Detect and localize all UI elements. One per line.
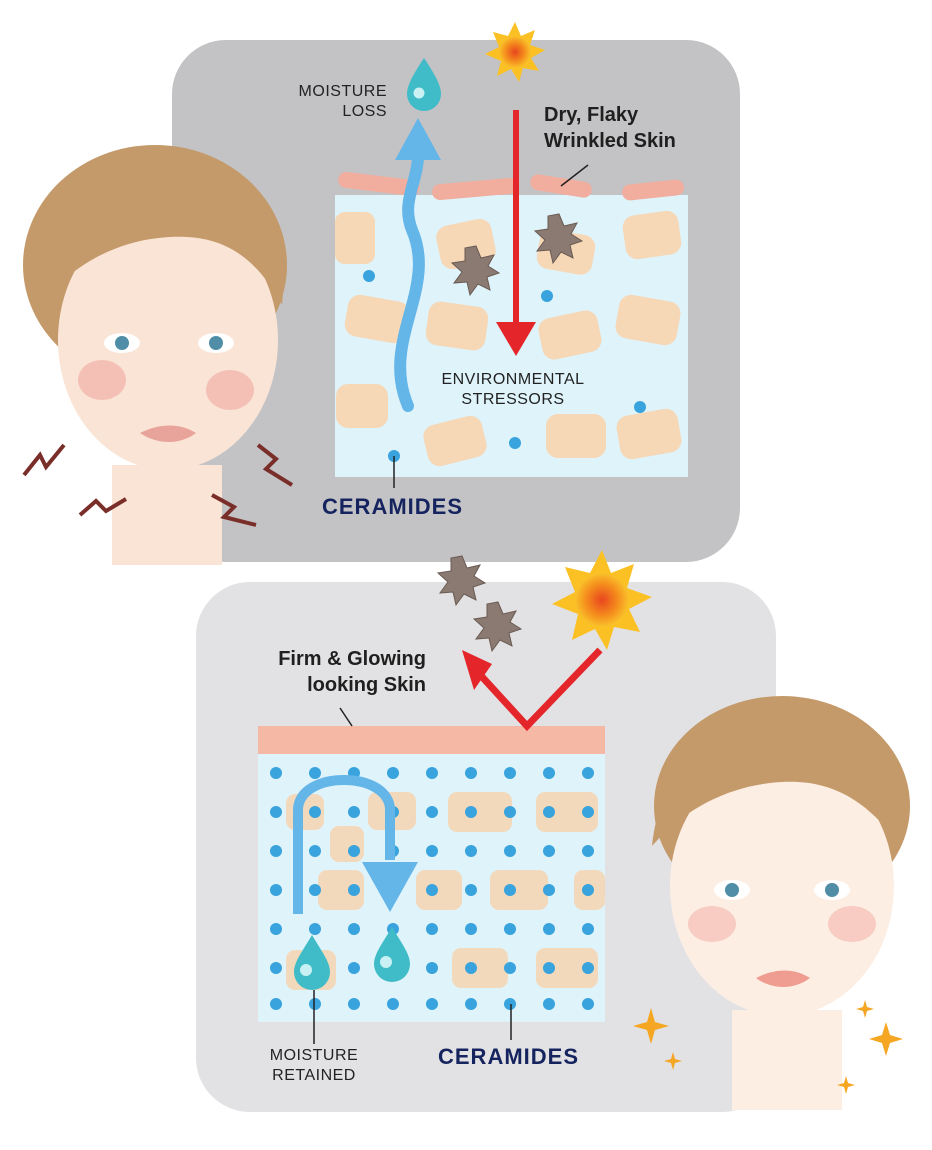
- ceramide-dot: [426, 962, 438, 974]
- ceramide-dot: [387, 998, 399, 1010]
- ceramide-dot: [465, 962, 477, 974]
- ceramide-dot: [270, 767, 282, 779]
- moisture-loss-label: MOISTURE LOSS: [291, 82, 387, 122]
- woman-face-glowing-skin: [652, 696, 910, 1110]
- ceramide-dot: [504, 998, 516, 1010]
- ceramide-dot: [348, 923, 360, 935]
- ceramide-dot: [504, 884, 516, 896]
- ceramide-dot: [543, 806, 555, 818]
- moisture-retained-label: MOISTURE RETAINED: [262, 1046, 366, 1086]
- ceramide-dot: [465, 998, 477, 1010]
- bottom-ceramide-dots: [270, 767, 594, 1010]
- ceramide-dot: [270, 923, 282, 935]
- stressor-burst-icon: [436, 555, 487, 607]
- ceramide-dot: [465, 767, 477, 779]
- ceramide-dot: [426, 884, 438, 896]
- ceramide-dot: [270, 884, 282, 896]
- dry-skin-line-1: Dry, Flaky: [544, 104, 639, 126]
- ceramide-dot: [504, 806, 516, 818]
- ceramide-dot: [543, 884, 555, 896]
- ceramide-dot: [309, 923, 321, 935]
- stressors-line-2: STRESSORS: [461, 391, 565, 408]
- stressor-burst-icon: [472, 601, 523, 653]
- ceramide-dot: [426, 998, 438, 1010]
- firm-skin-line-2: looking Skin: [307, 674, 426, 696]
- top-ceramides-label: CERAMIDES: [322, 494, 464, 519]
- ceramide-dot: [504, 767, 516, 779]
- ceramide-dot: [309, 767, 321, 779]
- ceramide-dot: [270, 998, 282, 1010]
- ceramide-dot: [543, 962, 555, 974]
- sun-icon: [485, 22, 545, 82]
- moisture-loss-line-1: MOISTURE: [298, 83, 387, 100]
- ceramide-dot: [582, 845, 594, 857]
- ceramide-dot: [348, 845, 360, 857]
- ceramide-dot: [504, 962, 516, 974]
- ceramide-dot: [582, 998, 594, 1010]
- ceramide-dot: [582, 806, 594, 818]
- ceramide-dot: [582, 767, 594, 779]
- ceramide-dot: [504, 923, 516, 935]
- environmental-stressors-label: ENVIRONMENTAL STRESSORS: [438, 370, 588, 410]
- ceramide-dot: [309, 998, 321, 1010]
- ceramide-dot: [504, 845, 516, 857]
- woman-face-dry-skin: [22, 145, 294, 565]
- moisture-retained-arrow: [293, 775, 395, 914]
- moisture-retained-line-2: RETAINED: [272, 1067, 356, 1084]
- ceramide-dot: [543, 767, 555, 779]
- sun-icon: [552, 550, 652, 650]
- moisture-loss-line-2: LOSS: [342, 103, 387, 120]
- ceramide-dot: [426, 767, 438, 779]
- ceramide-dot: [582, 884, 594, 896]
- moisture-loss-arrow: [394, 144, 425, 412]
- ceramide-dot: [465, 806, 477, 818]
- ceramide-dot: [270, 962, 282, 974]
- ceramide-dot: [387, 767, 399, 779]
- dry-skin-line-2: Wrinkled Skin: [544, 130, 676, 152]
- ceramide-dot: [465, 884, 477, 896]
- ceramide-dot: [426, 923, 438, 935]
- ceramide-dot: [582, 962, 594, 974]
- bottom-skin-surface: [258, 726, 605, 754]
- firm-skin-line-1: Firm & Glowing: [278, 648, 426, 670]
- ceramide-dot: [426, 845, 438, 857]
- ceramide-dot: [348, 884, 360, 896]
- dry-skin-label: Dry, Flaky Wrinkled Skin: [544, 102, 704, 154]
- ceramide-dot: [426, 806, 438, 818]
- ceramide-dot: [348, 962, 360, 974]
- ceramide-dot: [348, 998, 360, 1010]
- firm-skin-label: Firm & Glowing looking Skin: [262, 646, 426, 698]
- moisture-retained-line-1: MOISTURE: [269, 1047, 359, 1064]
- ceramide-dot: [270, 806, 282, 818]
- ceramide-dot: [543, 998, 555, 1010]
- ceramide-dot: [270, 845, 282, 857]
- water-drop-icon: [294, 935, 330, 990]
- ceramide-dot: [309, 884, 321, 896]
- ceramide-dot: [543, 923, 555, 935]
- bottom-ceramides-label: CERAMIDES: [438, 1044, 580, 1069]
- stressor-burst-icon: [450, 245, 501, 297]
- ceramide-dot: [543, 845, 555, 857]
- ceramide-dot: [465, 845, 477, 857]
- ceramide-dot: [465, 923, 477, 935]
- ceramide-dot: [348, 806, 360, 818]
- ceramide-dot: [309, 845, 321, 857]
- stressors-line-1: ENVIRONMENTAL: [441, 371, 585, 388]
- water-drop-icon: [374, 927, 410, 982]
- ceramide-dot: [309, 806, 321, 818]
- stressor-burst-icon: [533, 213, 584, 265]
- ceramide-dot: [582, 923, 594, 935]
